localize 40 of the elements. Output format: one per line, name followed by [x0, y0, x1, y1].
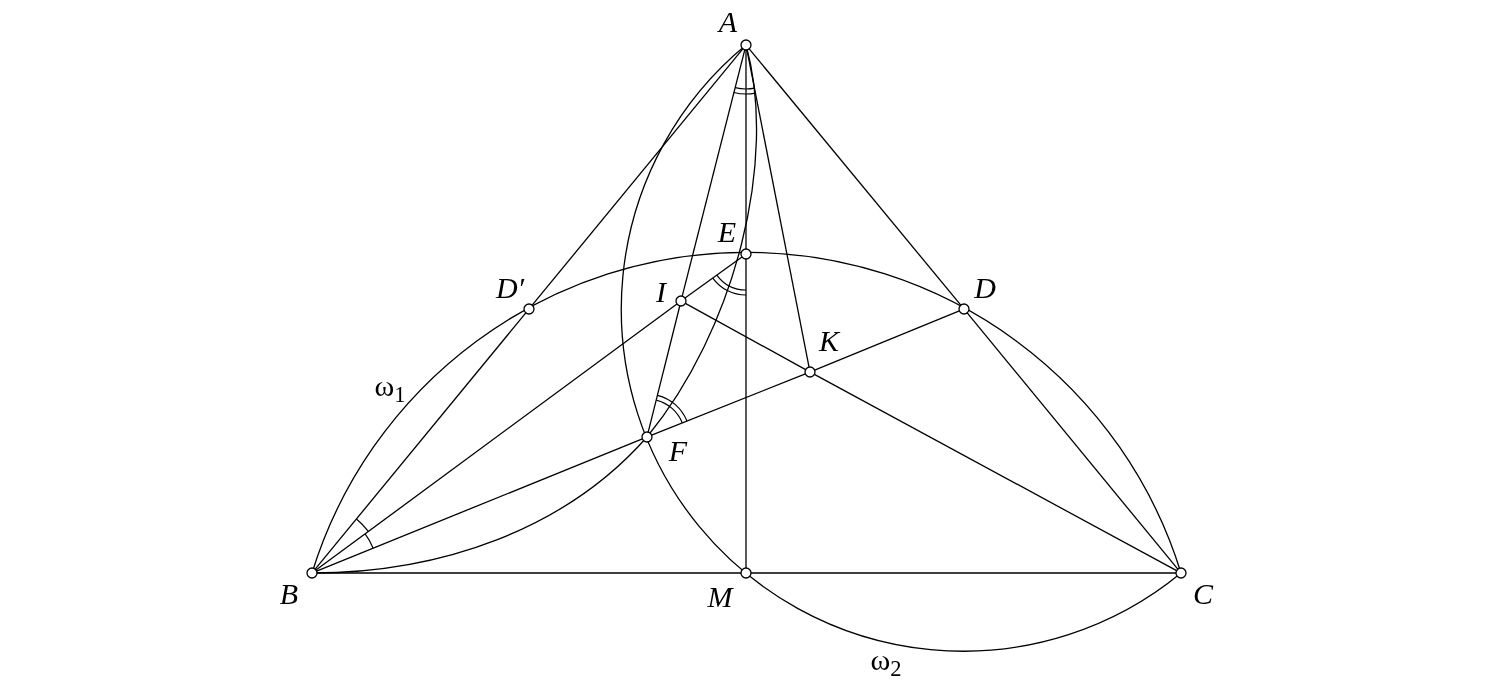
point-label: K — [819, 326, 839, 356]
point-marker — [1175, 567, 1187, 579]
point-marker — [306, 567, 318, 579]
line-segment — [531, 48, 744, 306]
line-segment — [750, 572, 1177, 574]
point-marker — [804, 366, 816, 378]
line-segment — [748, 48, 962, 306]
line-segment — [966, 312, 1179, 570]
line-segment — [651, 373, 806, 436]
line-segment — [684, 256, 743, 299]
point-label: D — [974, 273, 996, 303]
point-label: A — [718, 7, 738, 37]
point-marker — [675, 295, 687, 307]
line-segment — [316, 572, 742, 574]
line-segment — [813, 373, 1178, 572]
line-segment — [814, 310, 960, 371]
point-marker — [523, 303, 535, 315]
point-label: M — [707, 582, 733, 612]
point-label: B — [279, 579, 299, 609]
point-marker — [740, 39, 752, 51]
point-label: D′ — [495, 273, 525, 303]
point-label: F — [668, 436, 688, 466]
point-marker — [958, 303, 970, 315]
line-segment — [315, 303, 678, 571]
line-segment — [745, 258, 747, 569]
line-segment — [745, 49, 747, 250]
point-label: C — [1193, 579, 1213, 609]
line-segment — [316, 438, 643, 572]
point-label: I — [656, 277, 666, 307]
point-label: ω$_{1}$ — [374, 371, 406, 401]
point-label: E — [717, 217, 737, 247]
point-marker — [740, 567, 752, 579]
line-segment — [647, 305, 681, 433]
line-segment — [746, 49, 810, 368]
line-segment — [314, 312, 527, 570]
point-marker — [641, 431, 653, 443]
line-segment — [684, 302, 807, 371]
line-segment — [681, 49, 746, 297]
point-marker — [740, 248, 752, 260]
point-label: ω$_{2}$ — [870, 645, 902, 675]
